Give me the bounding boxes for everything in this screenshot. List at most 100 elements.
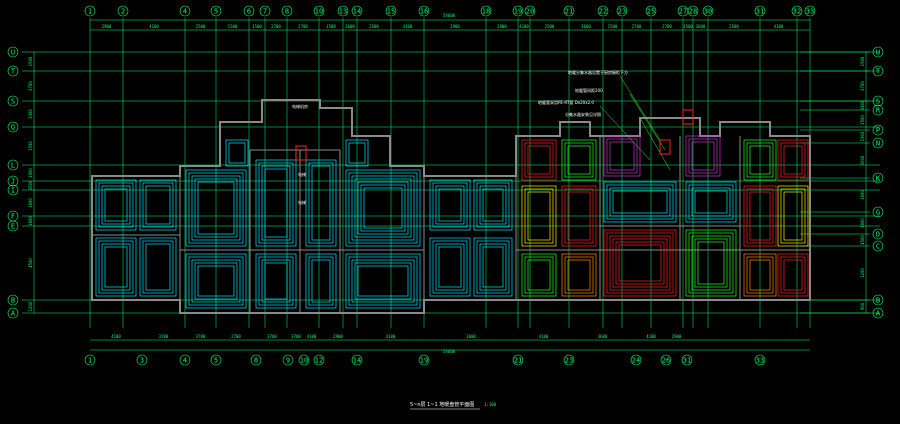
heating-coil-cyan-4-loop-3 — [194, 178, 238, 238]
heating-coil-cyan-7-loop-1 — [258, 162, 294, 244]
heating-coil-cyan-12-loop-2 — [351, 175, 415, 241]
axis-label-top-18: 18 — [482, 8, 490, 16]
heating-coil-cyan-12 — [345, 169, 421, 247]
axis-bubble-top-33 — [804, 5, 816, 17]
heating-coil-cyan-0 — [95, 179, 137, 231]
leader-line-2 — [599, 105, 651, 161]
axis-bubble-right-D — [872, 228, 884, 240]
heating-coil-right-17-loop-0 — [777, 253, 809, 297]
top-dim-18: 2700 — [662, 24, 672, 29]
axis-label-bottom-33: 33 — [756, 357, 764, 365]
bottom-dim-7: 2900 — [333, 334, 343, 339]
axis-label-left-F: F — [11, 213, 15, 221]
left-dim-4: 1900 — [28, 168, 33, 178]
heating-coil-cyan-10-loop-0 — [305, 253, 337, 309]
bottom-dim-2: 3700 — [196, 334, 206, 339]
axis-bubble-top-13 — [337, 5, 349, 17]
heating-coil-right-3-loop-1 — [688, 138, 718, 174]
note-2: 地暖管间距200 — [575, 87, 603, 93]
heating-coil-cyan-8-loop-2 — [311, 165, 331, 241]
heating-coil-cyan-14-loop-3 — [438, 188, 462, 222]
axis-bubble-top-4 — [179, 5, 191, 17]
heating-coil-cyan-4-loop-4 — [197, 181, 235, 235]
axis-bubble-left-J — [7, 175, 19, 187]
axis-bubble-top-31 — [754, 5, 766, 17]
heating-coil-cyan-17-loop-2 — [479, 243, 507, 291]
top-dim-2: 2500 — [196, 24, 206, 29]
heating-coil-cyan-0-loop-0 — [95, 179, 137, 231]
axis-label-right-B: B — [876, 297, 880, 305]
axis-label-bottom-12: 12 — [315, 357, 323, 365]
axis-label-left-L: L — [11, 162, 15, 170]
heating-coil-right-9 — [685, 181, 737, 223]
heating-coil-right-16-loop-1 — [746, 256, 774, 294]
axis-label-right-G: G — [876, 209, 880, 217]
heating-coil-cyan-13-loop-2 — [351, 259, 415, 303]
heating-coil-cyan-17 — [473, 237, 513, 297]
heating-coil-cyan-4-loop-0 — [185, 169, 247, 247]
axis-bubble-left-Q — [7, 121, 19, 133]
heating-coil-right-16 — [743, 253, 777, 297]
heating-coil-right-4-loop-1 — [746, 142, 774, 178]
heating-coil-cyan-0-loop-2 — [101, 185, 131, 225]
heating-coil-right-8-loop-3 — [612, 190, 668, 214]
axis-label-right-D: D — [876, 231, 880, 239]
axis-bubble-left-I — [7, 184, 19, 196]
left-dim-9: 1200 — [28, 301, 33, 311]
axis-label-bottom-23: 23 — [565, 357, 573, 365]
heating-coil-cyan-1-loop-1 — [142, 182, 174, 228]
axis-bubble-right-G — [872, 206, 884, 218]
bottom-dim-11: 3600 — [598, 334, 608, 339]
axis-label-bottom-26: 26 — [662, 357, 670, 365]
heating-coil-right-16-loop-2 — [749, 259, 771, 291]
heating-coil-cyan-11-loop-1 — [348, 142, 366, 164]
heating-coil-right-3-loop-2 — [691, 141, 715, 171]
axis-label-bottom-3: 3 — [140, 357, 144, 365]
heating-coil-cyan-12-loop-3 — [354, 178, 412, 238]
axis-label-top-4: 4 — [183, 8, 187, 16]
heating-coil-cyan-0-loop-3 — [104, 188, 128, 222]
drawing-scale: 1:100 — [484, 402, 497, 407]
axis-bubble-right-T — [872, 65, 884, 77]
axis-label-right-A: A — [876, 310, 881, 318]
heating-coil-cyan-1 — [139, 179, 177, 231]
heating-coil-cyan-17-loop-3 — [482, 246, 504, 288]
manifold-box-2 — [295, 145, 307, 161]
axis-label-right-S: S — [876, 98, 880, 106]
heating-coil-right-15-loop-1 — [688, 232, 734, 294]
heating-coil-cyan-16-loop-2 — [435, 243, 465, 291]
heating-coil-cyan-16-loop-1 — [432, 240, 468, 294]
bottom-dim-5: 3700 — [291, 334, 301, 339]
heating-coil-cyan-15-loop-3 — [482, 188, 504, 222]
heating-coil-cyan-11 — [345, 139, 369, 167]
heating-coil-right-17-loop-1 — [780, 256, 806, 294]
right-dim-0: 1500 — [860, 56, 865, 66]
heating-coil-right-8 — [603, 181, 677, 223]
heating-coil-cyan-2-loop-3 — [104, 246, 128, 288]
axis-label-top-23: 23 — [618, 8, 626, 16]
axis-bubble-right-R — [872, 104, 884, 116]
heating-coil-right-8-loop-1 — [606, 184, 674, 220]
heating-coil-cyan-6 — [225, 139, 249, 167]
axis-bubble-top-2 — [117, 5, 129, 17]
top-dim-3: 1500 — [228, 24, 238, 29]
heating-coil-cyan-2-loop-0 — [95, 237, 137, 297]
heating-coil-cyan-3-loop-2 — [145, 243, 171, 291]
heating-coil-cyan-7-loop-2 — [261, 165, 291, 241]
axis-bubble-top-1 — [84, 5, 96, 17]
bottom-dim-4: 3700 — [267, 334, 277, 339]
bottom-dim-6: 4100 — [307, 334, 317, 339]
axis-label-top-5: 5 — [214, 8, 218, 16]
axis-label-top-20: 20 — [526, 8, 534, 16]
axis-bubble-bottom-14 — [351, 354, 363, 366]
heating-coil-cyan-12-loop-0 — [345, 169, 421, 247]
center-label-elevator-2: 电梯 — [298, 199, 306, 205]
axis-bubble-bottom-5 — [210, 354, 222, 366]
heating-coil-right-12-loop-2 — [527, 259, 551, 291]
heating-coil-cyan-15 — [473, 179, 513, 231]
axis-label-left-I: I — [11, 187, 15, 195]
axis-label-top-27: 27 — [679, 8, 687, 16]
axis-label-bottom-1: 1 — [88, 357, 92, 365]
top-dim-14: 2500 — [545, 24, 555, 29]
